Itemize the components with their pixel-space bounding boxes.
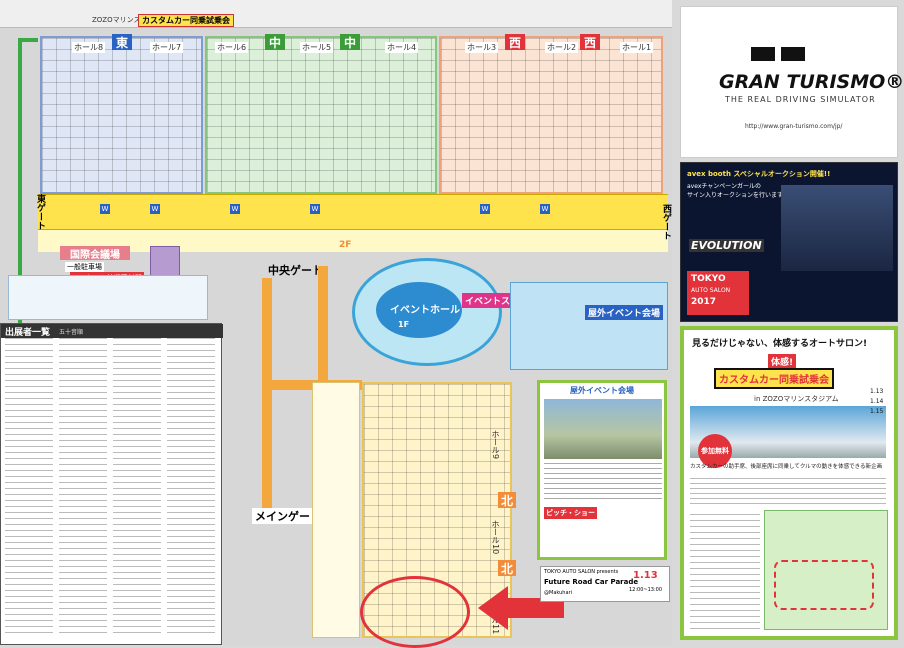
hall-label: ホール10: [491, 520, 500, 555]
exhibitor-column: [167, 338, 215, 638]
avex-models-photo: [781, 185, 893, 271]
route-line: [18, 38, 38, 42]
restroom-icon: W: [150, 204, 160, 214]
main-gate-label: メインゲート: [252, 508, 324, 524]
hall-label: ホール5: [300, 42, 334, 53]
zozo-location: in ZOZOマリンスタジアム: [754, 395, 839, 403]
outdoor-event-area[interactable]: [510, 282, 668, 370]
zozo-map: [764, 510, 888, 630]
zozo-map-route: [774, 560, 874, 610]
tag-center: 中: [340, 34, 360, 50]
walkway: [262, 278, 272, 518]
hall-label: ホール6: [215, 42, 249, 53]
zozo-desc: カスタムカーの助手席、後部座席に同乗してクルマの動きを体感できる新企画: [690, 464, 883, 470]
zozo-banner: カスタムカー同乗試乗会: [714, 368, 834, 389]
hall-label: ホール8: [72, 42, 106, 53]
zozo-headline: 見るだけじゃない、体感するオートサロン!: [692, 339, 868, 349]
tag-center: 中: [265, 34, 285, 50]
hall-east-8-7[interactable]: [40, 36, 203, 194]
route-line: [18, 40, 22, 370]
tag-east: 東: [112, 34, 132, 50]
central-gate-label: 中央ゲート: [268, 264, 323, 277]
gt-logo-icon: [751, 47, 821, 63]
exhibitor-list-header: [1, 324, 223, 338]
gt-logo: GRAN TURISMO®: [719, 71, 904, 93]
concourse: [38, 194, 668, 230]
walkway: [318, 266, 328, 386]
evolution-text: EVOLUTION: [689, 239, 764, 252]
top-banner-text: ZOZOマリンスタジアムへ: [92, 16, 175, 24]
top-road: [0, 0, 672, 28]
avex-sub2: サイン入りオークションを行います: [687, 192, 784, 199]
outdoor-panel-title: 屋外イベント会場: [570, 386, 634, 395]
avex-ad[interactable]: avex booth スペシャルオークション開催!! avexチャンペーンガール…: [680, 162, 898, 322]
east-gate-label: 東ゲート: [35, 194, 45, 230]
exhibitor-list-panel: 出展者一覧 五十音順: [0, 323, 223, 645]
tag-west: 西: [505, 34, 525, 50]
top-banner-sign: カスタムカー同乗試乗会: [138, 14, 234, 27]
event-hall-label: イベントホール: [390, 305, 460, 316]
restroom-icon: W: [480, 204, 490, 214]
hall-label: ホール3: [465, 42, 499, 53]
west-gate-label: 西ゲート: [661, 204, 671, 240]
zozo-free-badge: 参加無料: [698, 434, 732, 468]
outdoor-text-block: [544, 463, 662, 503]
tag-west: 西: [580, 34, 600, 50]
zozo-info-list: [690, 514, 760, 630]
avex-title: avex booth スペシャルオークション開催!!: [687, 170, 831, 178]
kokusai-label: 国際会議場: [60, 246, 130, 261]
tokyo-auto-salon-logo: TOKYO AUTO SALON 2017: [687, 271, 749, 315]
restroom-icon: W: [100, 204, 110, 214]
zozo-ad[interactable]: 見るだけじゃない、体感するオートサロン! 体感! カスタムカー同乗試乗会 in …: [680, 326, 898, 640]
outdoor-event-label: 屋外イベント会場: [585, 305, 664, 320]
parade-pre: TOKYO AUTO SALON presents: [544, 569, 619, 575]
exhibitor-list-sub: 五十音順: [59, 329, 84, 336]
hall-label: ホール1: [620, 42, 654, 53]
stadium-photo: [544, 399, 662, 459]
tag-north: 北: [498, 492, 516, 508]
exhibitor-column: [59, 338, 107, 638]
gt-url: http://www.gran-turismo.com/jp/: [745, 123, 843, 130]
venue-map: ZOZOマリンスタジアムへ カスタムカー同乗試乗会 ホール8 ホール7 ホール6…: [0, 0, 672, 648]
exhibitor-column: [113, 338, 161, 638]
parking-label: 一般駐車場: [65, 262, 104, 272]
parade-box: TOKYO AUTO SALON presents Future Road Ca…: [540, 566, 670, 602]
outdoor-event-panel: 屋外イベント会場 ピッチ・ショー: [537, 380, 667, 560]
highlight-arrow-icon: [478, 586, 564, 630]
zozo-date: 1.15: [870, 408, 884, 415]
concourse-lower: [38, 230, 668, 252]
hall-label: ホール2: [545, 42, 579, 53]
parking-area: [8, 275, 208, 320]
highlight-circle: [360, 576, 470, 648]
zozo-date: 1.14: [870, 398, 884, 405]
zozo-desc-wrap: カスタムカーの助手席、後部座席に同乗してクルマの動きを体感できる新企画: [690, 462, 886, 474]
exhibitor-column: [5, 338, 53, 638]
hall-center-6-4[interactable]: [205, 36, 437, 194]
avex-sub: avexチャンペーンガールの: [687, 183, 762, 190]
restroom-icon: W: [540, 204, 550, 214]
zozo-badge: 体感!: [768, 354, 797, 369]
gt-tagline: THE REAL DRIVING SIMULATOR: [725, 95, 876, 104]
restroom-icon: W: [310, 204, 320, 214]
parade-date: 1.13: [633, 570, 658, 581]
hall-label: ホール9: [491, 430, 500, 460]
parade-sub: @Makuhari: [544, 590, 572, 596]
parade-time: 12:00~13:00: [629, 587, 663, 593]
exhibitor-list-title: 出展者一覧: [5, 328, 51, 338]
hall-west-3-1[interactable]: [439, 36, 663, 194]
zozo-date: 1.13: [870, 388, 884, 395]
hall-label: ホール4: [385, 42, 419, 53]
zozo-text-block: [690, 478, 886, 508]
tag-north: 北: [498, 560, 516, 576]
parade-title: Future Road Car Parade: [544, 578, 639, 586]
restroom-icon: W: [230, 204, 240, 214]
hall-label: ホール7: [150, 42, 184, 53]
event-hall[interactable]: [376, 282, 462, 338]
hall-strip: [312, 382, 360, 638]
floor-1f: 1F: [398, 320, 410, 329]
gt-ad[interactable]: GRAN TURISMO® THE REAL DRIVING SIMULATOR…: [680, 6, 904, 158]
floor-2f: 2F: [339, 240, 352, 250]
chips-label: ピッチ・ショー: [544, 507, 597, 519]
